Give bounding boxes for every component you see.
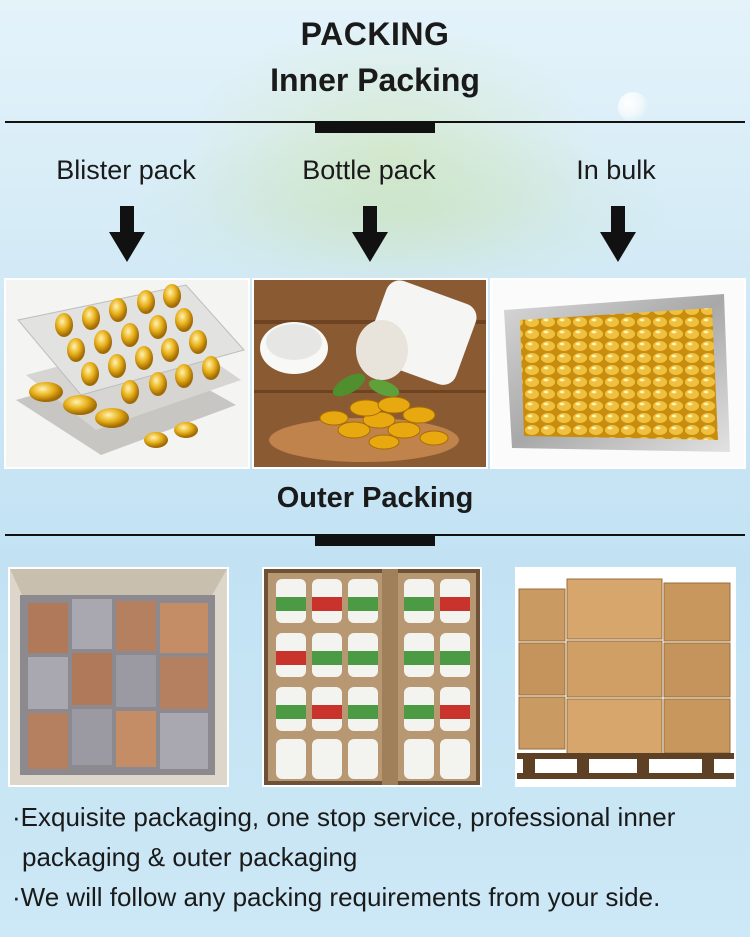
background-swirl <box>120 120 680 300</box>
down-arrow-icon <box>352 206 388 262</box>
note-line-1: ·Exquisite packaging, one stop service, … <box>12 802 676 832</box>
note-line-2: ·We will follow any packing requirements… <box>12 882 661 912</box>
carton-bottles-photo <box>262 567 482 787</box>
divider <box>5 534 745 536</box>
inner-packing-heading: Inner Packing <box>270 62 480 98</box>
blister-pack-label: Blister pack <box>56 155 196 185</box>
in-bulk-photo <box>490 278 746 469</box>
in-bulk-label: In bulk <box>576 155 656 185</box>
down-arrow-icon <box>600 206 636 262</box>
divider <box>5 121 745 123</box>
bottle-pack-photo <box>252 278 488 469</box>
outer-packing-heading: Outer Packing <box>276 482 474 514</box>
pallet-cartons-photo <box>515 567 736 787</box>
background-bubble <box>618 92 648 122</box>
down-arrow-icon <box>109 206 145 262</box>
background-swirl <box>180 20 600 280</box>
carton-blisters-photo <box>8 567 229 787</box>
page-title: PACKING <box>300 16 450 52</box>
divider-accent <box>315 536 435 546</box>
blister-pack-photo <box>4 278 250 469</box>
note-line-1-continued: packaging & outer packaging <box>22 842 358 872</box>
bottle-pack-label: Bottle pack <box>302 155 436 185</box>
divider-accent <box>315 123 435 133</box>
